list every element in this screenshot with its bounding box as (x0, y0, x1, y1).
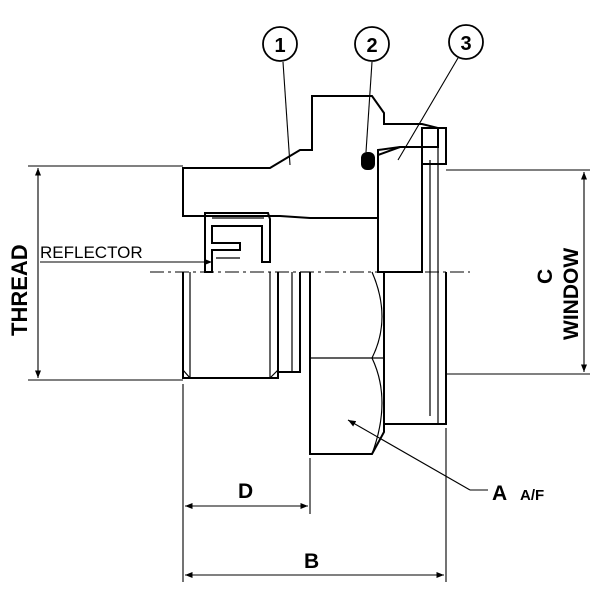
callout-2: 2 (354, 26, 390, 153)
glass-window (377, 146, 439, 273)
body-outline-lower (182, 271, 447, 455)
af-leader (347, 419, 488, 491)
callout-1: 1 (262, 26, 298, 166)
thread-label: THREAD (7, 244, 32, 336)
b-label: B (304, 550, 319, 573)
callout-3: 3 (397, 24, 484, 161)
d-label: D (238, 480, 253, 503)
callout-2-number: 2 (366, 35, 377, 57)
af-label: A/F (520, 487, 544, 504)
o-ring (361, 152, 375, 170)
body-section (182, 95, 439, 219)
d-dimension (182, 384, 311, 514)
callout-1-number: 1 (274, 35, 285, 57)
a-label: A (492, 482, 507, 505)
callout-3-number: 3 (460, 33, 471, 55)
reflector-label: REFLECTOR (40, 243, 143, 262)
retaining-ring (421, 127, 447, 165)
c-label: C (534, 269, 557, 284)
b-dimension (182, 428, 447, 582)
thread-dimension (28, 165, 183, 381)
reflector-part (204, 212, 271, 273)
window-label: WINDOW (560, 248, 583, 340)
window-dimension (446, 169, 590, 375)
